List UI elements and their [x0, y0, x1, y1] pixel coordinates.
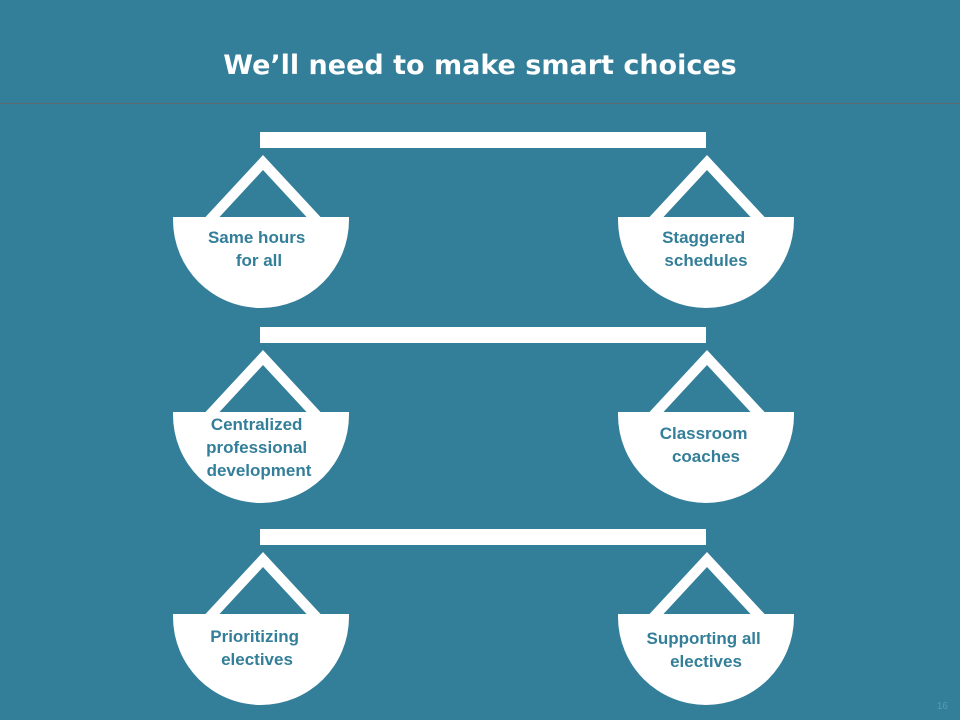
scale-beam — [260, 529, 706, 545]
scale-pan-bowl — [173, 217, 349, 308]
slide-title: We’ll need to make smart choices — [223, 50, 737, 81]
scale-label-right: Staggered schedules — [662, 228, 750, 270]
scale-pan-bowl — [173, 412, 349, 503]
label-line: Prioritizing — [210, 627, 299, 646]
label-line: schedules — [664, 251, 747, 270]
scale-beam — [260, 327, 706, 343]
scale-label-left: Centralized professional development — [206, 415, 312, 480]
label-line: professional — [206, 438, 307, 457]
scale-pan-bowl — [173, 614, 349, 705]
scale-pan-hanger — [643, 552, 771, 621]
scale-beam — [260, 132, 706, 148]
scale-pan-left: Prioritizing electives — [173, 552, 349, 705]
scale-pan-hanger — [199, 552, 327, 621]
label-line: coaches — [672, 447, 740, 466]
label-line: Centralized — [211, 415, 303, 434]
scale-pan-bowl — [618, 412, 794, 503]
title-bar: We’ll need to make smart choices — [0, 0, 960, 104]
label-line: Staggered — [662, 228, 745, 247]
scale-pan-bowl — [618, 217, 794, 308]
scale-label-left: Prioritizing electives — [210, 627, 304, 669]
page-number: 16 — [936, 701, 948, 712]
balance-scale-3: Prioritizing electives Supporting all el… — [173, 529, 794, 705]
scale-pan-hanger — [199, 155, 327, 224]
label-line: electives — [670, 652, 742, 671]
scale-pan-right: Classroom coaches — [618, 350, 794, 503]
scale-pan-hanger — [643, 350, 771, 419]
scale-pan-left: Same hours for all — [173, 155, 349, 308]
scale-pan-bowl — [618, 614, 794, 705]
scale-label-right: Classroom coaches — [660, 424, 753, 466]
scale-pan-hanger — [643, 155, 771, 224]
label-line: development — [207, 461, 312, 480]
label-line: Same hours — [208, 228, 305, 247]
label-line: electives — [221, 650, 293, 669]
scale-pan-hanger — [199, 350, 327, 419]
scale-pan-right: Supporting all electives — [618, 552, 794, 705]
balance-scale-2: Centralized professional development Cla… — [173, 327, 794, 503]
label-line: for all — [236, 251, 282, 270]
scale-pan-left: Centralized professional development — [173, 350, 349, 503]
balance-scale-1: Same hours for all Staggered schedules — [173, 132, 794, 308]
scale-pan-right: Staggered schedules — [618, 155, 794, 308]
scale-label-left: Same hours for all — [208, 228, 310, 270]
label-line: Classroom — [660, 424, 748, 443]
label-line: Supporting all — [646, 629, 760, 648]
scale-label-right: Supporting all electives — [646, 629, 765, 671]
